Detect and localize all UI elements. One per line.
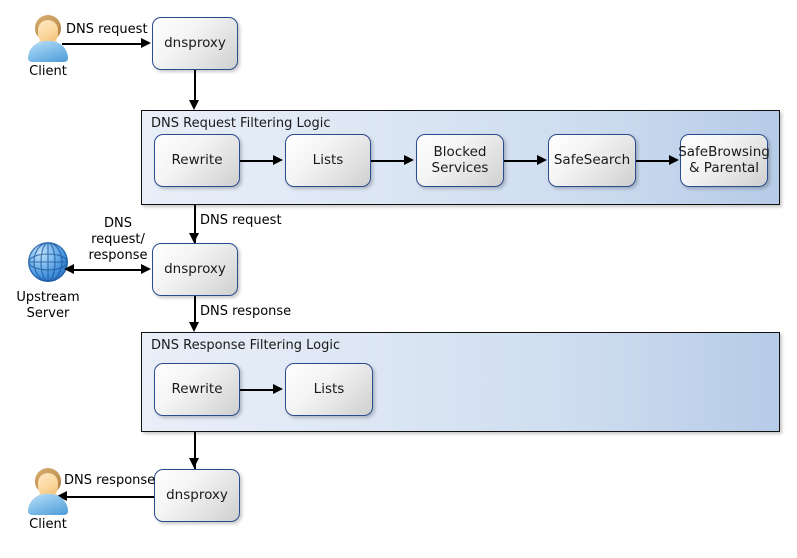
actor-upstream-server: Upstream Server <box>11 240 85 321</box>
actor-client-bottom: Client <box>11 467 85 533</box>
connector-proxy-to-client <box>66 496 154 498</box>
node-dnsproxy-mid-label: dnsproxy <box>164 260 226 277</box>
connector-upstream-exchange <box>72 269 142 271</box>
arrowhead-rewrite-to-lists-request <box>273 155 283 165</box>
arrowhead-request-logic-to-proxy <box>189 233 199 243</box>
group-dns-response-filtering-title: DNS Response Filtering Logic <box>151 338 341 353</box>
arrowhead-blocked-services-to-safesearch <box>537 155 547 165</box>
edge-label-client-to-proxy: DNS request <box>66 22 148 37</box>
arrowhead-exchange-to-upstream <box>64 264 74 274</box>
group-dns-response-filtering: DNS Response Filtering Logic <box>141 332 780 432</box>
connector-request-logic-to-proxy <box>194 205 196 245</box>
edge-label-proxy-to-client: DNS response <box>64 473 156 488</box>
actor-client-bottom-label: Client <box>29 517 67 532</box>
arrowhead-exchange-to-proxy <box>141 264 151 274</box>
node-safesearch-label: SafeSearch <box>553 151 631 168</box>
edge-label-proxy-to-response-logic: DNS response <box>200 304 292 319</box>
node-blocked-services[interactable]: Blocked Services <box>416 134 504 187</box>
actor-upstream-server-label: Upstream Server <box>16 290 80 321</box>
node-request-lists-label: Lists <box>312 151 344 168</box>
arrowhead-proxy-to-response-logic <box>189 322 199 332</box>
node-response-lists[interactable]: Lists <box>285 363 373 416</box>
connector-lists-to-blocked-services <box>371 160 405 162</box>
node-dnsproxy-bottom-label: dnsproxy <box>166 486 228 503</box>
node-dnsproxy-bottom[interactable]: dnsproxy <box>154 469 240 522</box>
node-dnsproxy-top[interactable]: dnsproxy <box>152 17 238 70</box>
actor-client-top-label: Client <box>29 64 67 79</box>
connector-safesearch-to-safebrowsing <box>636 160 670 162</box>
globe-icon <box>24 240 72 288</box>
connector-rewrite-to-lists-response <box>240 389 274 391</box>
node-request-rewrite[interactable]: Rewrite <box>154 134 240 187</box>
node-response-rewrite-label: Rewrite <box>171 380 223 397</box>
node-request-rewrite-label: Rewrite <box>171 151 223 168</box>
edge-label-request-logic-to-proxy: DNS request <box>200 213 282 228</box>
node-dnsproxy-mid[interactable]: dnsproxy <box>152 243 238 296</box>
node-safesearch[interactable]: SafeSearch <box>548 134 636 187</box>
connector-client-to-proxy <box>62 43 142 45</box>
node-dnsproxy-top-label: dnsproxy <box>164 34 226 51</box>
connector-blocked-services-to-safesearch <box>504 160 538 162</box>
group-dns-request-filtering-title: DNS Request Filtering Logic <box>151 116 331 131</box>
edge-label-upstream-exchange: DNS request/ response <box>88 216 148 263</box>
connector-proxy-to-request-logic <box>194 70 196 102</box>
arrowhead-proxy-to-request-logic <box>189 100 199 110</box>
arrowhead-client-to-proxy <box>141 38 151 48</box>
arrowhead-rewrite-to-lists-response <box>273 384 283 394</box>
arrowhead-lists-to-blocked-services <box>404 155 414 165</box>
node-blocked-services-label: Blocked Services <box>431 143 489 176</box>
node-response-rewrite[interactable]: Rewrite <box>154 363 240 416</box>
node-safebrowsing-parental[interactable]: SafeBrowsing & Parental <box>678 134 770 187</box>
node-safebrowsing-parental-label: SafeBrowsing & Parental <box>678 143 770 176</box>
connector-response-logic-to-proxy <box>194 432 196 469</box>
arrowhead-safesearch-to-safebrowsing <box>669 155 679 165</box>
arrowhead-response-logic-to-proxy <box>189 458 199 468</box>
node-request-lists[interactable]: Lists <box>285 134 371 187</box>
person-icon <box>24 14 72 62</box>
connector-proxy-to-response-logic <box>194 296 196 328</box>
arrowhead-proxy-to-client <box>57 491 67 501</box>
actor-client-top: Client <box>11 14 85 80</box>
node-response-lists-label: Lists <box>313 380 345 397</box>
person-icon <box>24 467 72 515</box>
connector-rewrite-to-lists-request <box>240 160 274 162</box>
